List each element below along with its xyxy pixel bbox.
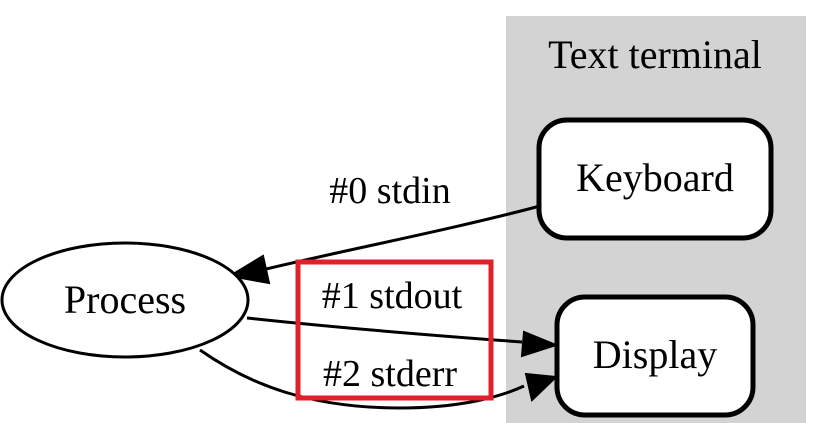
display-box	[554, 294, 756, 418]
edge-stdout: #1 stdout	[246, 275, 559, 358]
keyboard-label: Keyboard	[576, 155, 734, 200]
stdout-arrowhead	[520, 330, 559, 358]
process-label: Process	[64, 277, 186, 322]
cluster-label: Text terminal	[548, 32, 762, 77]
stderr-arrowhead	[524, 372, 559, 402]
stdin-edge-line	[261, 204, 541, 272]
stdin-arrowhead	[227, 254, 271, 285]
highlight-box	[295, 259, 494, 401]
stderr-edge-label: #2 stderr	[323, 353, 457, 395]
keyboard-node: Keyboard	[536, 117, 774, 241]
stdin-edge-label: #0 stdin	[329, 170, 450, 212]
edge-stdin: #0 stdin	[227, 170, 541, 285]
keyboard-box	[536, 117, 774, 241]
stdout-edge-label: #1 stdout	[322, 275, 463, 317]
display-node: Display	[554, 294, 756, 418]
display-label: Display	[593, 332, 717, 377]
process-ellipse	[0, 241, 250, 359]
edge-stderr: #2 stderr	[199, 348, 559, 410]
process-node: Process	[0, 241, 250, 359]
stdout-edge-line	[246, 316, 523, 344]
